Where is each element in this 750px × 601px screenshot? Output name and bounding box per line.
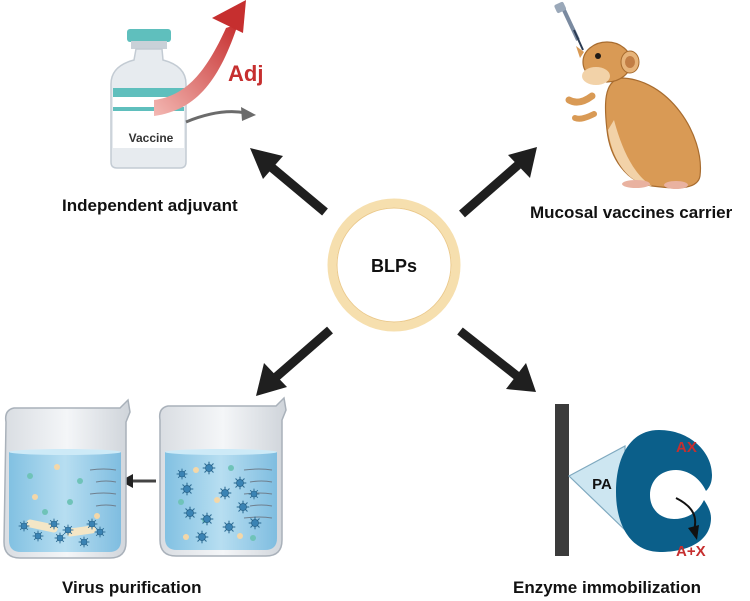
arrow-to-enzyme [457, 327, 536, 392]
pa-label: PA [592, 476, 612, 493]
virus-particle-icon [236, 500, 250, 514]
virus-particle-icon [202, 461, 216, 475]
arrow-to-mucosal [459, 147, 537, 218]
adj-label: Adj [228, 61, 263, 86]
vaccine-vial-icon: Vaccine [110, 29, 256, 169]
virus-particle-icon [176, 468, 188, 480]
virus-particle-icon [200, 512, 214, 526]
caption-enzyme-immobilization: Enzyme immobilization [513, 578, 701, 597]
blp-circle: BLPs [327, 198, 461, 332]
beaker-icon-contaminated [158, 396, 287, 557]
virus-particle-icon [248, 516, 262, 530]
product-label: A+X [676, 543, 706, 560]
enzyme-icon: PA AX A+X [555, 404, 712, 560]
virus-particle-icon [233, 476, 247, 490]
virus-particle-icon [218, 486, 232, 500]
caption-mucosal-vaccines-carrier: Mucosal vaccines carrier [530, 203, 733, 222]
virus-particle-icon [180, 482, 194, 496]
virus-particle-icon [32, 530, 44, 542]
virus-particle-icon [18, 520, 30, 532]
virus-particle-icon [48, 518, 60, 530]
adjuvant-arrow-icon: Adj [154, 0, 263, 116]
blp-label: BLPs [371, 256, 417, 276]
virus-particle-icon [94, 526, 106, 538]
arrow-to-virus [256, 326, 333, 396]
beaker-icon-purified [3, 398, 131, 559]
virus-particle-icon [195, 530, 209, 544]
hamster-icon [554, 1, 702, 189]
virus-particle-icon [78, 536, 90, 548]
substrate-label: AX [676, 439, 697, 456]
arrow-to-adjuvant [250, 148, 328, 216]
virus-particle-icon [222, 520, 236, 534]
virus-particle-icon [86, 518, 98, 530]
vial-label: Vaccine [129, 131, 174, 145]
caption-virus-purification: Virus purification [62, 578, 202, 597]
virus-particle-icon [183, 506, 197, 520]
virus-particle-icon [54, 532, 66, 544]
virus-particle-icon [248, 488, 260, 500]
caption-independent-adjuvant: Independent adjuvant [62, 196, 238, 215]
virus-particle-icon [62, 524, 74, 536]
